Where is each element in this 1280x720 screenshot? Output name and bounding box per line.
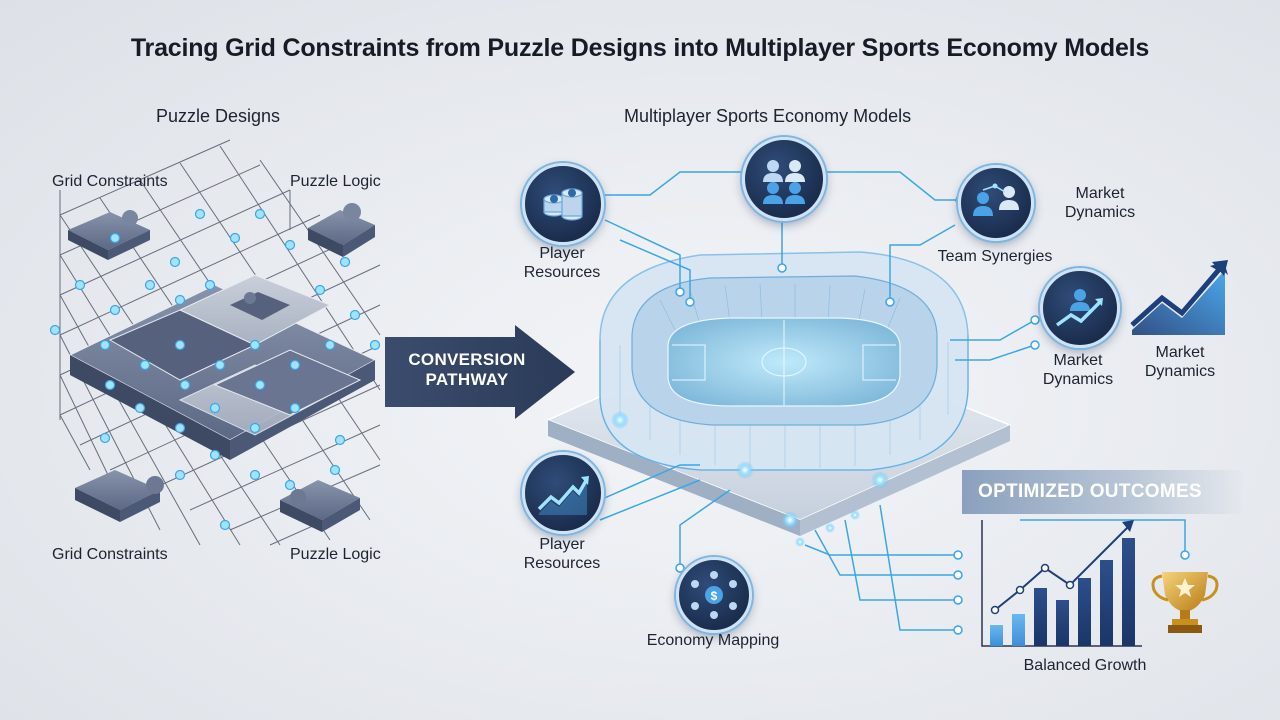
optimized-outcomes-banner	[962, 470, 1242, 514]
team-icon	[742, 137, 826, 221]
growth-chart-icon-bottom	[522, 452, 604, 534]
conversion-line-2: PATHWAY	[425, 370, 509, 389]
connector-lines	[599, 171, 1186, 631]
balanced-growth-caption: Balanced Growth	[1023, 657, 1147, 674]
market-dynamics-label-top: Market Dynamics	[1060, 184, 1140, 222]
puzzle-piece-icon-5	[280, 480, 360, 532]
player-resources-label-top: Player Resources	[523, 245, 601, 281]
market-dynamics-top-text: Market Dynamics	[1064, 185, 1136, 221]
growth-chart-icon	[1040, 268, 1120, 348]
puzzle-logic-label-bottom: Puzzle Logic	[290, 546, 381, 563]
conversion-line-1: CONVERSION	[408, 350, 526, 369]
economy-mapping-label: Economy Mapping	[646, 632, 780, 649]
growth-chart-icon-large	[1130, 260, 1228, 335]
svg-text:$: $	[711, 589, 718, 603]
conversion-pathway-label: CONVERSION PATHWAY	[392, 350, 542, 390]
stadium-icon	[546, 251, 1012, 536]
puzzle-piece-icon-4	[75, 470, 164, 522]
economy-models-heading: Multiplayer Sports Economy Models	[624, 106, 912, 126]
market-dynamics-label-mid: Market Dynamics	[1042, 352, 1114, 388]
puzzle-logic-label-top: Puzzle Logic	[290, 173, 381, 190]
balanced-growth-chart	[981, 520, 1142, 647]
network-icon	[958, 165, 1034, 241]
team-synergies-label: Team Synergies	[937, 248, 1053, 265]
optimized-outcomes-title: OPTIMIZED OUTCOMES	[978, 481, 1202, 502]
puzzle-designs-heading: Puzzle Designs	[156, 106, 281, 126]
grid-nodes	[49, 208, 381, 531]
market-dynamics-label-right: Market Dynamics	[1144, 344, 1216, 380]
trophy-icon	[1151, 572, 1219, 633]
grid-constraints-label-top: Grid Constraints	[52, 173, 168, 190]
economy-icon: $	[676, 557, 752, 633]
puzzle-piece-icon-1	[68, 210, 150, 260]
puzzle-piece-icon-3	[230, 292, 290, 320]
player-resources-label-bottom: Player Resources	[523, 536, 601, 572]
grid-constraints-label-bottom: Grid Constraints	[52, 546, 168, 563]
page-title: Tracing Grid Constraints from Puzzle Des…	[130, 34, 1150, 62]
puzzle-piece-icon-2	[308, 203, 375, 257]
coins-icon	[522, 163, 604, 245]
conversion-arrow	[385, 325, 575, 419]
